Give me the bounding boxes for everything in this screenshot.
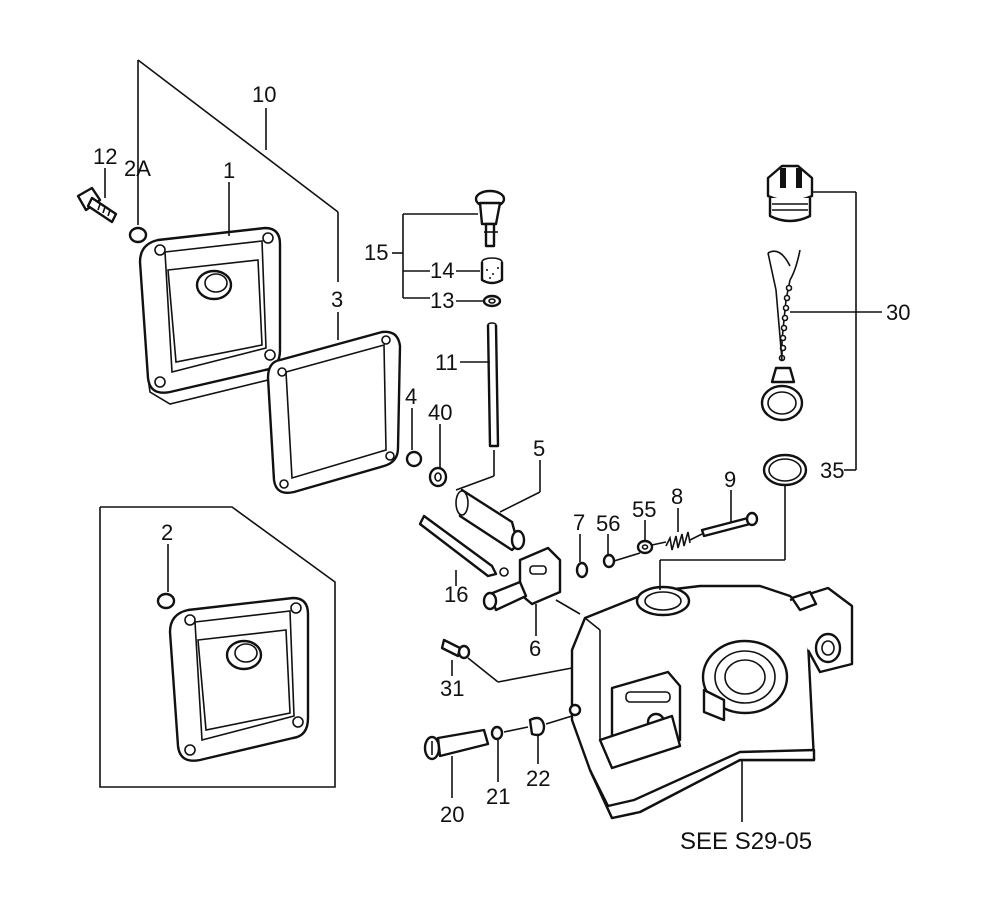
washer-part-40 — [428, 466, 448, 488]
bracket-part-6 — [482, 546, 562, 612]
label-13: 13 — [430, 288, 454, 313]
label-14: 14 — [430, 258, 454, 283]
inset-frame — [99, 506, 336, 788]
label-16: 16 — [444, 582, 468, 607]
seal-part-2 — [156, 592, 176, 610]
label-56: 56 — [596, 511, 620, 536]
label-40: 40 — [428, 400, 452, 425]
label-31: 31 — [440, 676, 464, 701]
label-55: 55 — [632, 497, 656, 522]
label-12: 12 — [93, 144, 117, 169]
oring-part-7 — [575, 561, 589, 579]
oring-part-56 — [602, 553, 616, 569]
filter-part-14 — [480, 257, 504, 285]
rod-part-16 — [418, 514, 498, 578]
label-11: 11 — [435, 350, 458, 375]
gasket-part-3 — [266, 330, 402, 494]
cover-part-1 — [138, 226, 282, 405]
label-30: 30 — [886, 300, 910, 325]
pin-part-9 — [700, 511, 759, 538]
label-9: 9 — [724, 467, 736, 492]
oring-part-35 — [762, 453, 808, 487]
label-15: 15 — [364, 240, 388, 265]
label-5: 5 — [533, 436, 545, 461]
cover-variant-inset — [168, 596, 310, 762]
washer-part-13 — [482, 294, 502, 308]
label-4: 4 — [405, 384, 417, 409]
fitting-part-31 — [440, 638, 471, 660]
breather-part-15 — [474, 189, 506, 248]
plug-part-4 — [405, 450, 423, 468]
oil-cap-part-30 — [766, 164, 814, 223]
label-20: 20 — [440, 802, 464, 827]
label-35: 35 — [820, 458, 844, 483]
washer-part-55 — [636, 539, 654, 555]
part-labels: 10 12 2A 1 3 15 14 13 11 4 40 5 9 8 55 5… — [93, 82, 910, 855]
label-10: 10 — [252, 82, 276, 107]
grommet-part-2a — [128, 226, 148, 244]
label-8: 8 — [671, 484, 683, 509]
label-2a: 2A — [124, 156, 151, 181]
label-22: 22 — [526, 766, 550, 791]
label-21: 21 — [486, 784, 510, 809]
label-6: 6 — [529, 636, 541, 661]
bolt-part-20 — [423, 728, 490, 761]
label-2: 2 — [161, 520, 173, 545]
shaft-part-5 — [455, 488, 526, 552]
chain-part-30 — [760, 249, 804, 422]
label-1: 1 — [223, 158, 235, 183]
gear-case-housing — [568, 584, 854, 820]
clip-part-22 — [528, 716, 546, 737]
oring-part-21 — [490, 725, 504, 741]
spring-part-8 — [665, 531, 691, 551]
label-7: 7 — [573, 510, 585, 535]
label-3: 3 — [331, 287, 343, 312]
bolt-part-12 — [76, 186, 118, 224]
label-see-ref: SEE S29-05 — [680, 828, 812, 855]
leader-lines — [104, 59, 882, 822]
pipe-part-11 — [486, 322, 500, 448]
